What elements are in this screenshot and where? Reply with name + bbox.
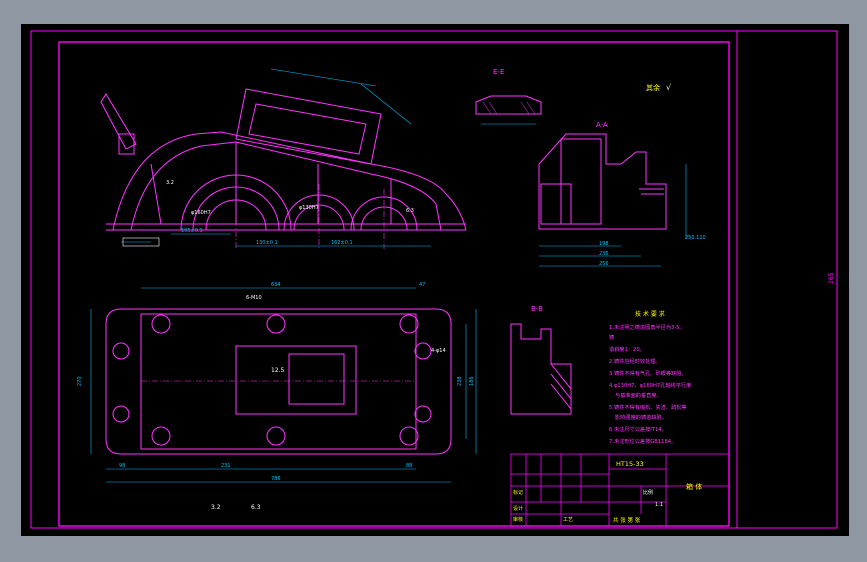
tech-req-line-6: 4.φ130H7、φ160H7孔轴线平行度 (609, 381, 691, 389)
roughness-rest-symbol: √ (666, 83, 672, 92)
cad-viewport: 265 (21, 24, 849, 536)
front-dim-bore2: φ130H7 (299, 205, 319, 211)
front-dim-span1: 130±0.1 (256, 240, 278, 246)
section-bb-label: B-B (531, 305, 543, 313)
tech-req-line-1: 1.未注明之铸造圆角半径为3-5。 (609, 323, 685, 331)
inner-frame (58, 41, 730, 527)
section-aa-label: A-A (596, 121, 608, 129)
section-bb: B-B (510, 305, 572, 415)
title-block (510, 453, 730, 527)
aa-dim-side: 250.110 (685, 235, 706, 241)
title-row-label-2: 设计 (513, 505, 523, 512)
title-row-label-1: 标记 (513, 489, 523, 496)
top-dim-width: 634 (271, 282, 281, 288)
tech-req-line-8: 5.铸件不得有缩松、夹渣、疏松等 (609, 403, 687, 411)
tech-req-line-3: 造斜度1：20。 (609, 345, 645, 353)
title-sheet-info: 共 张 第 张 (613, 516, 641, 524)
top-dim-height: 47 (419, 282, 425, 288)
title-row-label-3: 审核 (513, 516, 523, 523)
aa-dim-h1: 198 (599, 241, 609, 247)
front-dim-span3: 195±0.1 (181, 228, 203, 234)
tech-req-line-2: 铸 (609, 333, 614, 341)
section-ee: E-E 其余 √ (475, 68, 672, 115)
top-dim-holes: 4-φ14 (431, 348, 446, 354)
side-mark: 265 (828, 272, 835, 284)
top-dim-right: 88 (406, 463, 412, 469)
tech-req-line-11: 7.未注形位公差按GB1184。 (609, 437, 676, 445)
tech-requirements: 技 术 要 求 1.未注明之铸造圆角半径为3-5。 铸 造斜度1：20。 2.铸… (609, 310, 691, 445)
front-dim-bore1: φ160H7 (191, 210, 211, 216)
section-ee-label: E-E (493, 68, 504, 76)
top-dim-left-height: 270 (77, 376, 83, 386)
title-part-name: 箱 体 (686, 482, 702, 491)
top-roughness-2: 3.2 (211, 504, 221, 511)
drawing-canvas: 265 (30, 30, 838, 529)
tech-req-title: 技 术 要 求 (635, 310, 665, 318)
tech-req-line-10: 6.未注尺寸公差按IT14。 (609, 425, 667, 433)
section-aa: A-A (538, 121, 667, 230)
roughness-rest-label: 其余 (646, 83, 660, 92)
top-view-dims (90, 287, 477, 483)
aa-dim-h3: 256 (599, 261, 609, 267)
front-roughness-1: 3.2 (166, 180, 174, 186)
front-centerlines (235, 154, 385, 249)
datum-box (122, 237, 160, 247)
title-scale-value: 1:1 (655, 502, 663, 508)
front-dim-span2: 162±0.1 (331, 240, 353, 246)
front-dimensions (121, 68, 536, 247)
top-dim-mid: 231 (221, 463, 231, 469)
section-aa-dims (539, 164, 687, 267)
top-roughness-3: 6.3 (251, 504, 261, 511)
top-dim-total: 786 (271, 476, 281, 482)
top-dim-left: 98 (119, 463, 125, 469)
aa-dim-h2: 236 (599, 251, 609, 257)
top-dim-right-h2: 186 (469, 376, 475, 386)
tech-req-line-4: 2.铸件应经时效处理。 (609, 357, 661, 365)
top-dim-right-h1: 238 (457, 376, 463, 386)
top-roughness-1: 12.5 (271, 367, 285, 374)
outer-frame (30, 30, 838, 529)
front-roughness-2: 6.3 (406, 208, 414, 214)
title-material: HT15-33 (616, 460, 644, 468)
top-view (105, 308, 452, 455)
top-dim-holes2: 6-M10 (246, 295, 262, 301)
tech-req-line-5: 3.铸件不得有气孔、砂眼等缺陷。 (609, 369, 687, 377)
tech-req-line-7: 与基准面的垂直度。 (615, 391, 662, 399)
tech-req-line-9: 影响强度的铸造缺陷。 (615, 413, 667, 421)
title-row-label-4: 工艺 (563, 517, 573, 523)
front-view (100, 88, 467, 231)
title-scale-label: 比例 (643, 489, 653, 496)
